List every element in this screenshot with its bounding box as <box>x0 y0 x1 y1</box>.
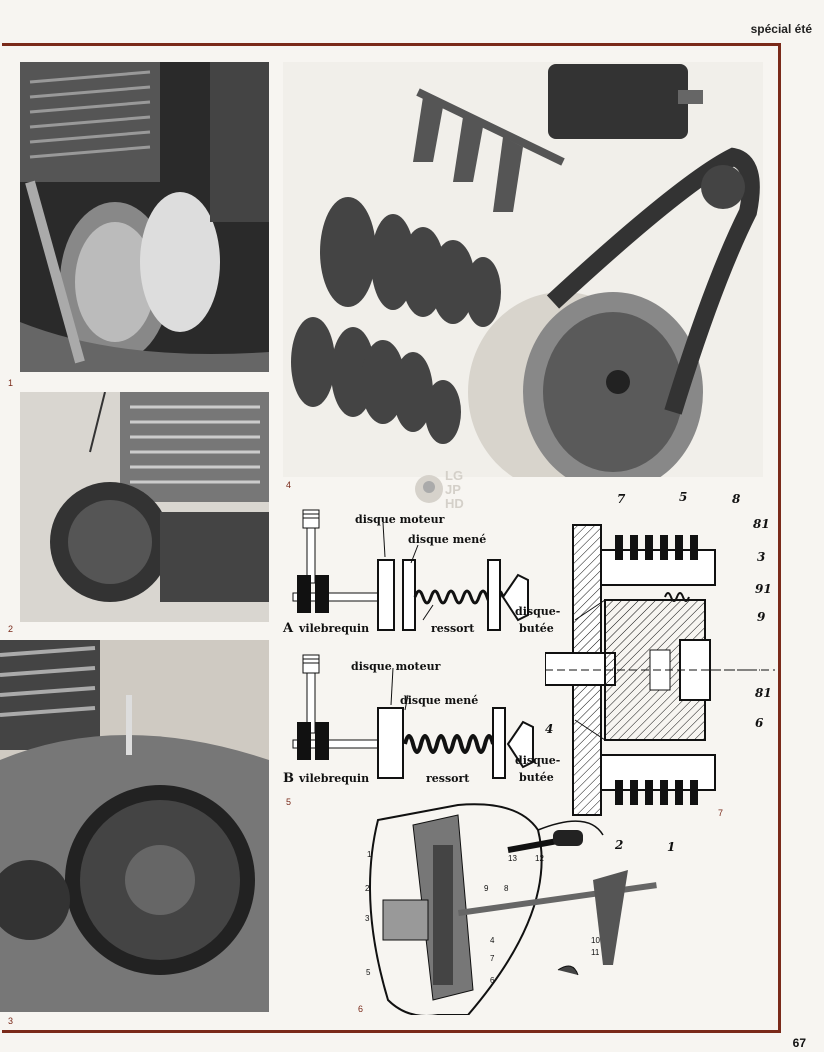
photo-gearbox-parts <box>283 62 763 477</box>
callout-6-3: 3 <box>365 914 370 923</box>
label-a-vilebrequin: vilebrequin <box>299 622 370 635</box>
watermark-text-3: HD <box>445 496 464 511</box>
diagram-clutch-control: 1 2 3 4 5 6 7 8 9 10 11 12 13 <box>338 800 668 1015</box>
callout-7-h: 4 <box>545 722 554 736</box>
callout-7-i: 81 <box>755 686 772 700</box>
label-b-ressort: ressort <box>426 772 470 785</box>
label-b-vilebrequin: vilebrequin <box>299 772 370 785</box>
callout-7-c: 8 <box>732 492 741 506</box>
watermark-text-2: JP <box>445 482 461 497</box>
section-label: spécial été <box>750 22 812 36</box>
label-a-disque-butee-2: butée <box>519 622 554 635</box>
callout-6-9: 9 <box>484 884 489 893</box>
diagram-clutch-section: 7 5 8 81 3 91 9 4 81 6 2 1 <box>545 490 775 855</box>
callout-6-2: 2 <box>365 884 370 893</box>
fig6-number: 6 <box>358 1004 364 1014</box>
diagram-clutch-b: disque moteur disque mené B vilebrequin … <box>283 650 560 790</box>
photo-engine-magneto <box>20 392 269 622</box>
callout-7-f: 91 <box>755 582 772 596</box>
label-a-disque-moteur: disque moteur <box>355 513 445 526</box>
callout-6-7: 7 <box>490 954 495 963</box>
label-b-disque-butee-1: disque- <box>515 754 561 767</box>
callout-7-l: 1 <box>667 840 676 854</box>
callout-6-8: 8 <box>504 884 509 893</box>
label-a-letter: A <box>283 621 294 636</box>
diagram-clutch-a: disque moteur disque mené A vilebrequin … <box>283 505 560 640</box>
fig5-number: 5 <box>286 797 292 807</box>
callout-7-d: 81 <box>753 517 770 531</box>
callout-6-6: 6 <box>490 976 495 985</box>
label-b-letter: B <box>283 771 294 786</box>
label-b-disque-moteur: disque moteur <box>351 660 441 673</box>
label-b-disque-mene: disque mené <box>400 694 479 707</box>
callout-7-g: 9 <box>757 610 766 624</box>
callout-6-1: 1 <box>367 850 372 859</box>
page-frame <box>2 43 781 1033</box>
callout-6-12: 12 <box>535 854 544 863</box>
callout-7-e: 3 <box>757 550 766 564</box>
label-a-disque-butee-1: disque- <box>515 605 561 618</box>
fig1-number: 1 <box>8 378 14 388</box>
callout-6-11: 11 <box>591 948 600 957</box>
photo-gear-case <box>0 640 269 1012</box>
label-a-disque-mene: disque mené <box>408 533 487 546</box>
label-b-disque-butee-2: butée <box>519 771 554 784</box>
label-a-ressort: ressort <box>431 622 475 635</box>
callout-7-j: 6 <box>755 716 764 730</box>
callout-6-10: 10 <box>591 936 600 945</box>
fig3-number: 3 <box>8 1016 14 1026</box>
callout-7-k: 2 <box>615 838 624 852</box>
callout-7-b: 5 <box>679 490 688 504</box>
callout-7-a: 7 <box>617 492 626 506</box>
fig2-number: 2 <box>8 624 14 634</box>
callout-6-4: 4 <box>490 936 495 945</box>
page-number: 67 <box>792 1036 806 1050</box>
watermark-logo: LG JP HD <box>413 465 478 520</box>
fig7-number: 7 <box>718 808 724 818</box>
watermark-text-1: LG <box>445 468 464 483</box>
callout-6-5: 5 <box>366 968 371 977</box>
fig4-number: 4 <box>286 480 292 490</box>
photo-engine-side <box>20 62 269 372</box>
callout-6-13: 13 <box>508 854 517 863</box>
